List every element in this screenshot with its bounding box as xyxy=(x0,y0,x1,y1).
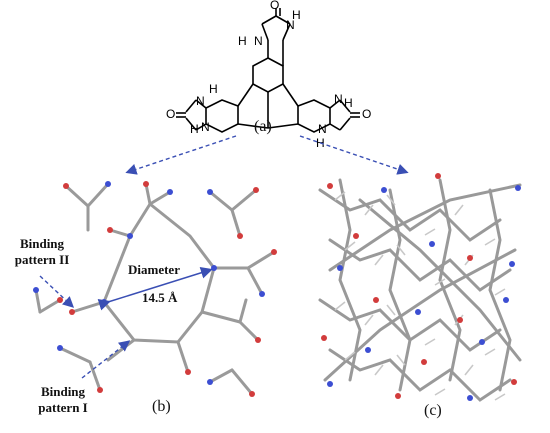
atom-h-left-bot: H xyxy=(190,122,199,136)
arrow-binding-pattern-i xyxy=(81,340,131,379)
binding-pattern-i-line2: pattern I xyxy=(38,400,88,415)
diameter-value: 14.5 Å xyxy=(142,290,178,305)
panel-label-a: (a) xyxy=(254,118,272,135)
atom-n-left-bot: N xyxy=(201,120,210,134)
atom-n-left-mid: N xyxy=(196,94,205,108)
arrow-to-panel-c xyxy=(299,135,409,175)
binding-pattern-ii-line1: Binding xyxy=(19,236,65,251)
atom-n-right-mid: N xyxy=(334,92,343,106)
atom-dots-b xyxy=(33,181,277,397)
binding-pattern-i-line1: Binding xyxy=(40,384,86,399)
atom-n-top: N xyxy=(286,18,295,32)
diameter-arrow xyxy=(97,266,213,311)
panel-label-c: (c) xyxy=(424,402,442,419)
atom-n-right-bot: N xyxy=(318,122,327,136)
diameter-label: Diameter xyxy=(128,262,180,277)
atom-o-right: O xyxy=(362,107,372,121)
atom-dots-c xyxy=(321,173,521,401)
binding-pattern-i-label: Binding pattern I xyxy=(28,384,98,416)
panel-label-b: (b) xyxy=(152,398,171,415)
atom-h-left-top: H xyxy=(238,34,247,48)
binding-pattern-ii-line2: pattern II xyxy=(14,252,70,267)
binding-pattern-ii-label: Binding pattern II xyxy=(4,236,80,268)
atom-o-top: O xyxy=(270,0,280,12)
atom-h-left-mid: H xyxy=(209,82,218,96)
arrow-to-panel-b xyxy=(125,135,237,175)
atom-h-top: H xyxy=(292,8,301,22)
atom-n-left-top: N xyxy=(254,34,263,48)
arrow-binding-pattern-ii xyxy=(39,275,75,308)
atom-o-left: O xyxy=(166,107,176,121)
atom-h-right-mid: H xyxy=(344,96,353,110)
